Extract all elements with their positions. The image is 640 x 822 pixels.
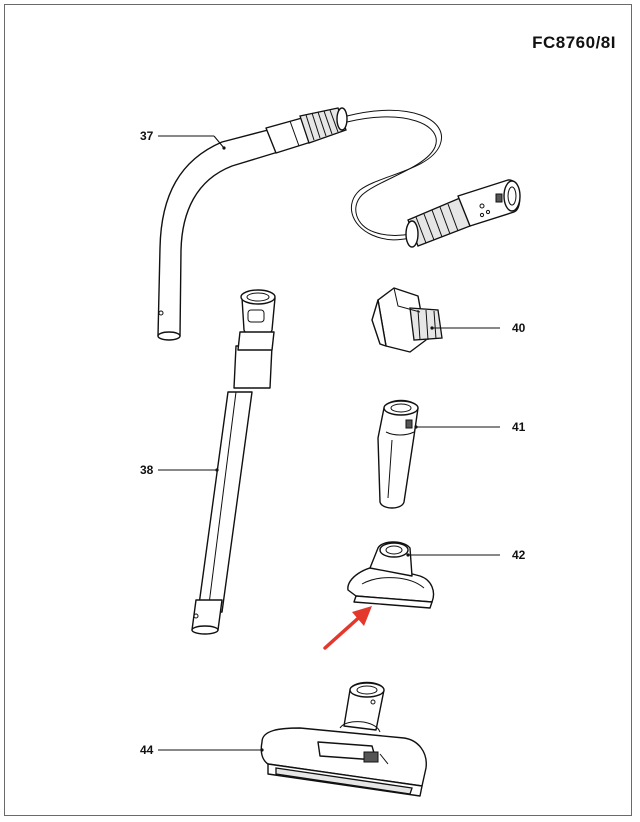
red-arrow-indicator [323, 606, 372, 650]
callout-40: 40 [512, 321, 526, 335]
sheet-border [4, 4, 632, 816]
hose-corrugation-bottom [405, 197, 471, 248]
part-37-hose [157, 107, 521, 341]
callout-44: 44 [140, 743, 154, 757]
callout-38: 38 [140, 463, 154, 477]
hose-corrugation-top [299, 107, 348, 144]
part-38-tube [191, 289, 276, 635]
callout-42: 42 [512, 548, 526, 562]
part-40-adapter [371, 287, 443, 353]
model-number: FC8760/8I [532, 33, 616, 52]
part-41-crevice-tool [377, 399, 419, 509]
callout-41: 41 [512, 420, 526, 434]
part-44-floor-nozzle [260, 681, 427, 797]
callout-37: 37 [140, 129, 154, 143]
part-42-small-nozzle [347, 541, 435, 609]
leader-lines [158, 135, 500, 752]
